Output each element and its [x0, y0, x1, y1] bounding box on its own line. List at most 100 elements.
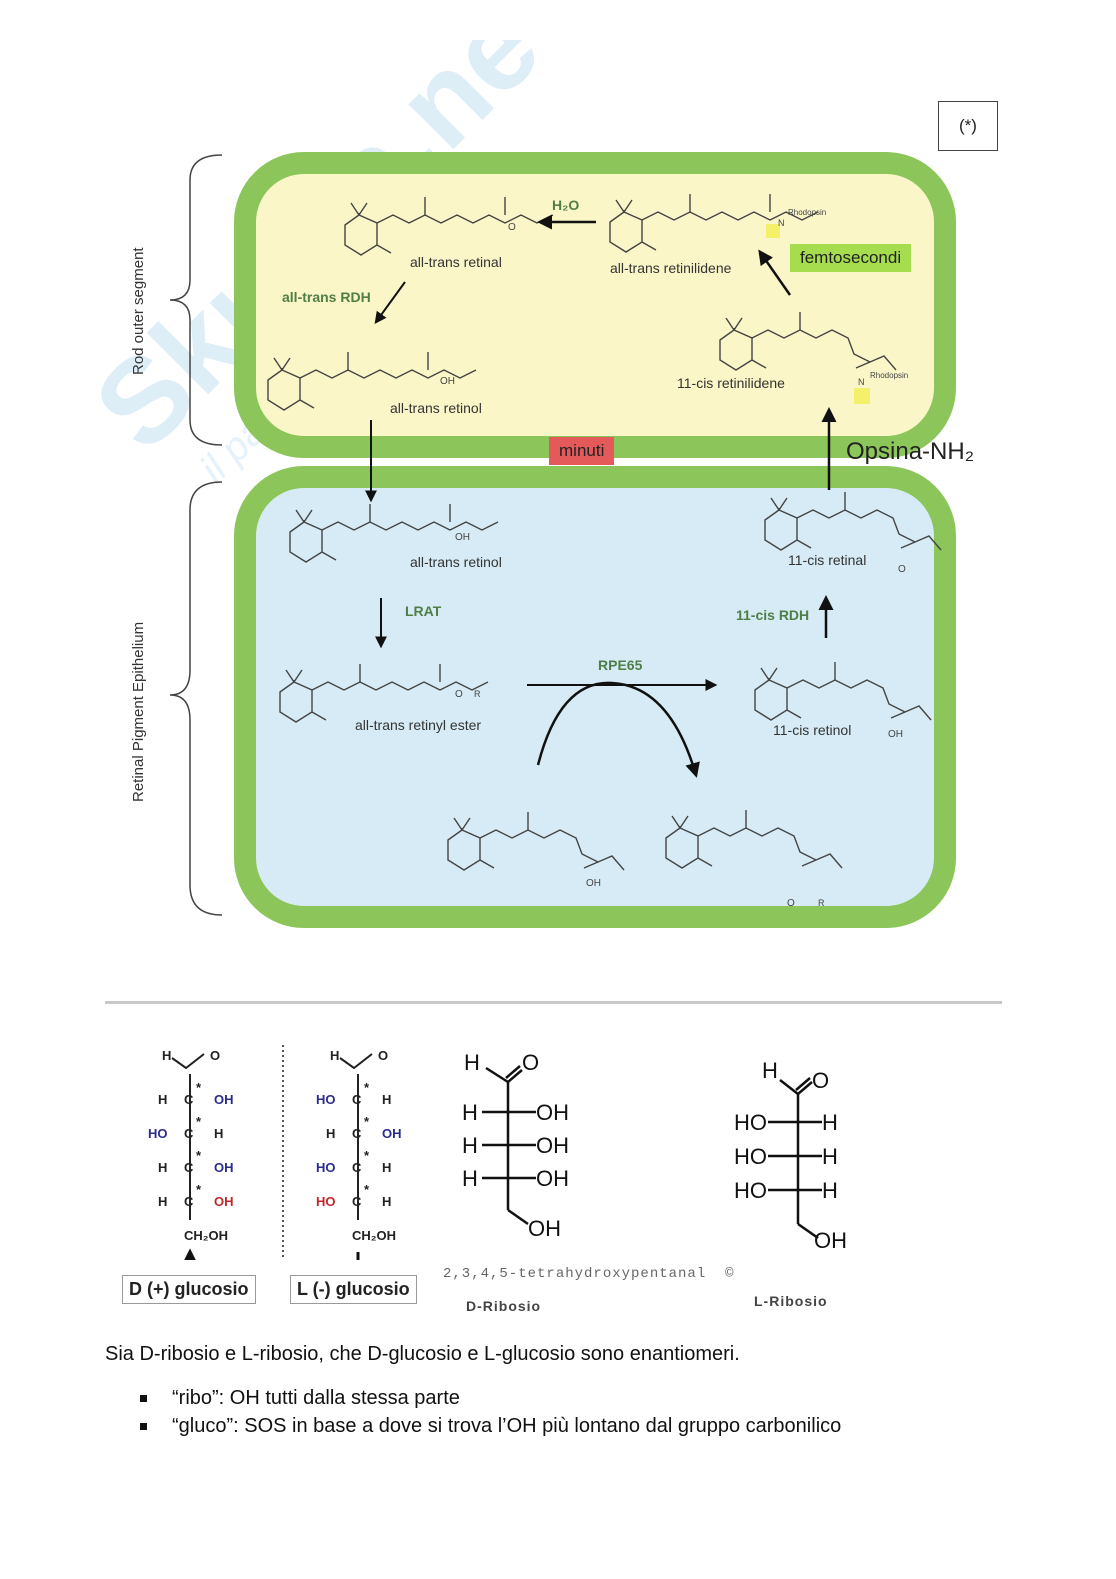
svg-text:H: H	[382, 1092, 391, 1107]
svg-text:HO: HO	[316, 1160, 336, 1175]
oh-group-cis-retinol: OH	[888, 729, 903, 740]
svg-text:HO: HO	[148, 1126, 168, 1141]
rpe65-curved-arrow	[536, 681, 700, 778]
svg-text:H: H	[330, 1048, 339, 1063]
svg-text:OH: OH	[536, 1166, 569, 1191]
all-trans-retinyl-ester-label: all-trans retinyl ester	[355, 717, 481, 733]
svg-text:OH: OH	[528, 1216, 561, 1241]
list-item: “ribo”: OH tutti dalla stessa parte	[140, 1384, 841, 1412]
l-glucose-row-3: HO C* H	[316, 1148, 391, 1175]
svg-text:H: H	[822, 1110, 838, 1135]
femtosecondi-tag: femtosecondi	[790, 244, 912, 272]
svg-text:*: *	[364, 1148, 370, 1163]
d-ribose-label: D-Ribosio	[466, 1298, 542, 1314]
svg-text:C: C	[184, 1126, 194, 1141]
rhodopsin-group-cis: Rhodopsin	[870, 371, 908, 380]
cis-retinol-intermediate-structure	[447, 811, 625, 871]
svg-text:H: H	[462, 1133, 478, 1158]
l-ribose-row-3: HO H	[734, 1178, 838, 1203]
d-glucose-row-2: HO C* H	[148, 1114, 223, 1141]
svg-text:*: *	[364, 1182, 370, 1197]
oh-group-rpe: OH	[455, 532, 470, 543]
svg-text:H: H	[214, 1126, 223, 1141]
ester-o-group: O	[455, 689, 463, 700]
visual-cycle-diagram: O all-trans retinal H₂O N Rhodopsin all-…	[267, 193, 942, 909]
svg-text:H: H	[158, 1160, 167, 1175]
cis-retinol-label: 11-cis retinol	[773, 722, 851, 738]
d-ribose-row-3: H OH	[462, 1166, 569, 1191]
svg-text:HO: HO	[734, 1110, 767, 1135]
rod-bracket	[169, 154, 223, 446]
compartment-brackets	[169, 154, 223, 916]
svg-text:OH: OH	[214, 1194, 234, 1209]
o-group-cis-retinal: O	[898, 564, 906, 575]
svg-text:H: H	[382, 1160, 391, 1175]
section-divider	[105, 1001, 1002, 1004]
schiff-base-highlight-cis	[854, 388, 870, 404]
svg-text:OH: OH	[382, 1126, 402, 1141]
n-group-cis: N	[858, 377, 865, 387]
ester-r-bottom: R	[818, 898, 825, 908]
d-ribose-row-2: H OH	[462, 1133, 569, 1158]
n-group: N	[778, 218, 785, 228]
d-ribose-iupac-name: 2,3,4,5-tetrahydroxypentanal ©	[443, 1266, 735, 1282]
cis-rdh-label: 11-cis RDH	[736, 607, 809, 623]
cis-retinilidene-structure	[719, 311, 897, 371]
l-ribose-row-1: HO H	[734, 1110, 838, 1135]
svg-text:*: *	[196, 1182, 202, 1197]
info-icon: ©	[725, 1266, 735, 1282]
l-glucose-label: L (-) glucosio	[290, 1275, 417, 1304]
l-ribose-row-2: HO H	[734, 1144, 838, 1169]
l-glucose-row-2: H C* OH	[326, 1114, 402, 1141]
svg-text:O: O	[812, 1068, 829, 1093]
svg-text:H: H	[382, 1194, 391, 1209]
retinal-pigment-epithelium-compartment	[234, 466, 956, 928]
svg-text:H: H	[464, 1050, 480, 1075]
svg-text:H: H	[158, 1194, 167, 1209]
cis-retinilidene-label: 11-cis retinilidene	[677, 375, 785, 391]
svg-text:H: H	[462, 1100, 478, 1125]
rdh-arrow	[374, 281, 406, 324]
rpe65-label: RPE65	[598, 657, 643, 673]
svg-text:O: O	[210, 1048, 220, 1063]
enantiomers-paragraph: Sia D-ribosio e L-ribosio, che D-glucosi…	[105, 1343, 740, 1365]
svg-text:H: H	[326, 1126, 335, 1141]
l-ribose-label: L-Ribosio	[754, 1293, 828, 1309]
svg-text:*: *	[196, 1114, 202, 1129]
svg-text:C: C	[352, 1092, 362, 1107]
svg-text:HO: HO	[316, 1092, 336, 1107]
svg-text:OH: OH	[214, 1092, 234, 1107]
h2o-label: H₂O	[552, 197, 579, 213]
svg-text:H: H	[822, 1144, 838, 1169]
svg-text:OH: OH	[214, 1160, 234, 1175]
svg-text:HO: HO	[734, 1144, 767, 1169]
svg-text:C: C	[184, 1194, 194, 1209]
svg-text:C: C	[352, 1126, 362, 1141]
schiff-base-highlight	[766, 224, 780, 238]
notes-list: “ribo”: OH tutti dalla stessa parte “glu…	[140, 1384, 841, 1440]
all-trans-retinol-rpe-label: all-trans retinol	[410, 554, 502, 570]
svg-text:OH: OH	[536, 1133, 569, 1158]
svg-text:*: *	[364, 1114, 370, 1129]
svg-text:*: *	[364, 1080, 370, 1095]
svg-text:H: H	[462, 1166, 478, 1191]
svg-text:O: O	[378, 1048, 388, 1063]
svg-text:HO: HO	[734, 1178, 767, 1203]
d-glucose-row-4: H C* OH	[158, 1182, 234, 1209]
svg-text:H: H	[762, 1058, 778, 1083]
svg-text:C: C	[352, 1160, 362, 1175]
corner-note-mark: (*)	[938, 101, 998, 151]
svg-text:C: C	[184, 1092, 194, 1107]
all-trans-rdh-label: all-trans RDH	[282, 289, 371, 305]
svg-text:O: O	[522, 1050, 539, 1075]
svg-text:C: C	[352, 1194, 362, 1209]
svg-text:H: H	[822, 1178, 838, 1203]
svg-text:C: C	[184, 1160, 194, 1175]
lrat-label: LRAT	[405, 603, 442, 619]
l-glucose-row-1: HO C* H	[316, 1080, 391, 1107]
